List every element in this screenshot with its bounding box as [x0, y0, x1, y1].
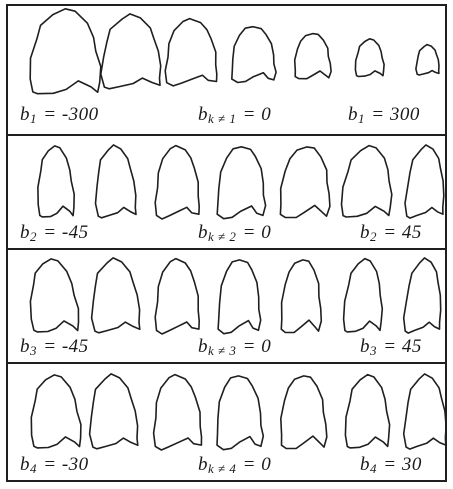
lung-shape-outline — [154, 375, 202, 450]
mode-4-panel: b4 = -30 bk ≠ 4 = 0 b4 = 30 — [8, 364, 445, 480]
lung-shape-outline — [101, 14, 161, 89]
mode-1-label-mean: bk ≠ 1 = 0 — [198, 104, 271, 127]
lung-shape-outline — [281, 260, 321, 333]
lung-shape-outline — [344, 259, 383, 332]
lung-shape-outline — [31, 375, 81, 448]
mode-1-label-min: b1 = -300 — [20, 104, 99, 127]
lung-shape-outline — [295, 34, 331, 79]
lung-shape-outline — [90, 374, 138, 449]
mode-1-panel: b1 = -300 bk ≠ 1 = 0 b1 = 300 — [8, 6, 445, 134]
mode-4-label-min: b4 = -30 — [20, 454, 89, 477]
lung-shape-outline — [280, 147, 330, 218]
lung-shape-outline — [345, 375, 389, 448]
lung-shape-outline — [281, 376, 327, 449]
mode-4-label-mean: bk ≠ 4 = 0 — [198, 454, 271, 477]
mode-1-label-max: b1 = 300 — [348, 104, 420, 127]
lung-shape-outline — [416, 45, 439, 75]
lung-shape-outline — [342, 146, 392, 217]
mode-3-panel: b3 = -45 bk ≠ 3 = 0 b3 = 45 — [8, 250, 445, 362]
mode-3-label-mean: bk ≠ 3 = 0 — [198, 336, 271, 359]
mode-2-panel: b2 = -45 bk ≠ 2 = 0 b2 = 45 — [8, 136, 445, 248]
lung-shape-outline — [155, 259, 199, 334]
mode-2-label-mean: bk ≠ 2 = 0 — [198, 222, 271, 245]
lung-shape-outline — [38, 146, 74, 217]
lung-shape-outline — [217, 147, 265, 219]
lung-shape-outline — [404, 258, 441, 333]
mode-3-label-max: b3 = 45 — [360, 336, 422, 359]
lung-shape-outline — [92, 258, 140, 333]
lung-shape-outline — [96, 145, 137, 218]
shape-model-figure: b1 = -300 bk ≠ 1 = 0 b1 = 300 b2 = -45 b… — [6, 4, 447, 482]
lung-shape-outline — [405, 145, 444, 218]
lung-shape-outline — [30, 259, 78, 332]
mode-4-shape-strip — [8, 364, 445, 454]
mode-2-label-min: b2 = -45 — [20, 222, 89, 245]
lung-shape-outline — [404, 374, 445, 449]
mode-3-shape-strip — [8, 250, 445, 338]
mode-2-shape-strip — [8, 136, 445, 224]
lung-shape-outline — [155, 146, 199, 219]
lung-shape-outline — [165, 19, 217, 86]
lung-shape-outline — [355, 39, 384, 77]
lung-shape-outline — [30, 9, 101, 94]
lung-shape-outline — [218, 260, 261, 334]
mode-3-label-min: b3 = -45 — [20, 336, 89, 359]
lung-shape-outline — [217, 376, 263, 450]
mode-4-label-max: b4 = 30 — [360, 454, 422, 477]
mode-1-shape-strip — [8, 6, 445, 98]
lung-shape-outline — [232, 27, 276, 83]
mode-2-label-max: b2 = 45 — [360, 222, 422, 245]
